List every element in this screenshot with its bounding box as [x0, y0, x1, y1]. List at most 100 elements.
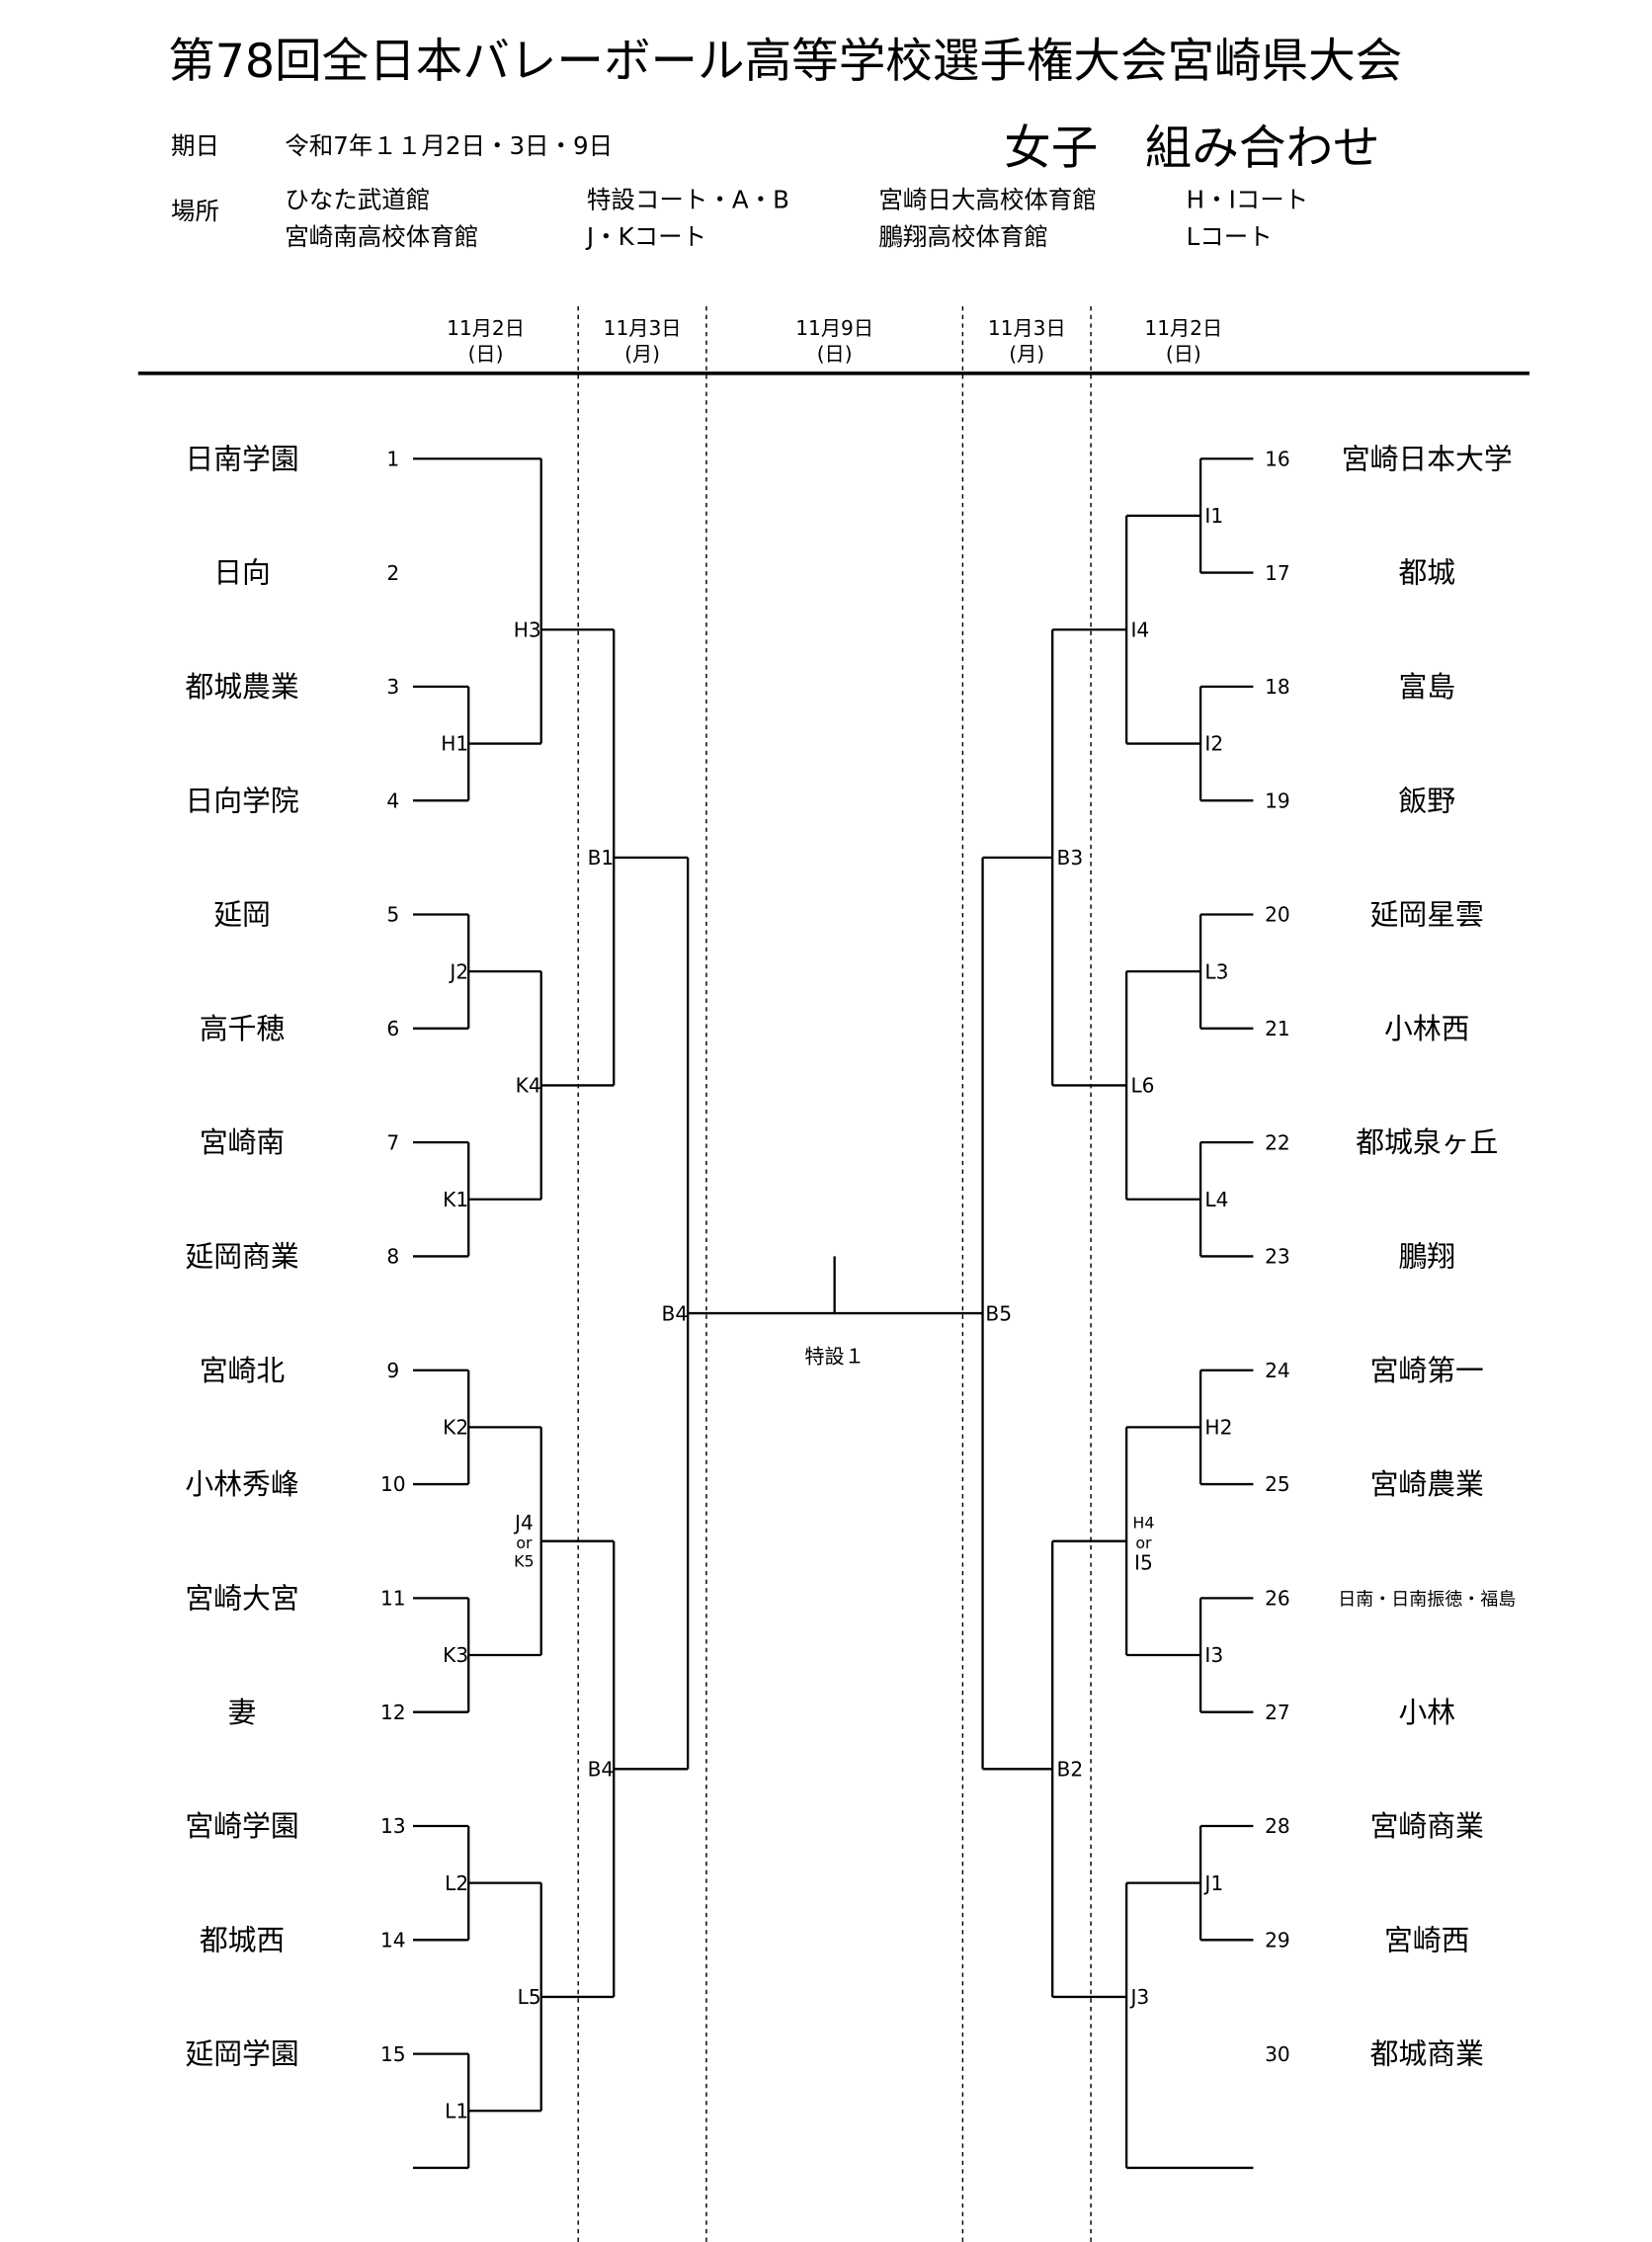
team-name: 宮崎農業: [1370, 1467, 1484, 1501]
seed-number: 27: [1265, 1701, 1290, 1724]
seed-number: 14: [380, 1928, 406, 1951]
seed-number: 4: [386, 789, 399, 812]
seed-number: 3: [386, 675, 399, 699]
match-label: K1: [443, 1188, 468, 1211]
match-label: J4: [513, 1511, 534, 1535]
seed-number: 10: [380, 1472, 406, 1496]
team-name: 宮崎学園: [185, 1809, 298, 1843]
seed-number: 12: [380, 1701, 406, 1724]
team-name: 宮崎北: [200, 1354, 286, 1387]
date-value: 令和7年１１月2日・3日・9日: [285, 131, 613, 160]
seed-number: 15: [380, 2042, 406, 2066]
seed-number: 7: [386, 1130, 399, 1154]
final-court-label: 特設１: [804, 1345, 864, 1369]
subtitle: 女子 組み合わせ: [1004, 122, 1379, 176]
round-day: (日): [468, 342, 504, 366]
match-label: K4: [516, 1074, 541, 1098]
seed-number: 24: [1265, 1359, 1290, 1382]
seed-number: 8: [386, 1245, 399, 1269]
match-label: K3: [443, 1643, 468, 1667]
team-name: 宮崎日本大学: [1342, 442, 1513, 475]
match-label: B1: [588, 846, 615, 870]
team-name: 日向学院: [185, 784, 298, 817]
round-date: 11月2日: [1144, 316, 1222, 340]
venue-name: 宮崎日大高校体育館: [878, 186, 1097, 214]
match-label: or: [516, 1534, 533, 1552]
team-name: 延岡商業: [185, 1240, 298, 1274]
match-label: H1: [441, 732, 468, 756]
team-name: 小林秀峰: [185, 1467, 298, 1501]
seed-number: 23: [1265, 1245, 1290, 1269]
team-name: 延岡学園: [185, 2037, 298, 2071]
seed-number: 5: [386, 903, 399, 927]
match-label: H4: [1132, 1514, 1154, 1533]
seed-number: 25: [1265, 1472, 1290, 1496]
seed-number: 21: [1265, 1017, 1290, 1040]
venue-name: 宮崎南高校体育館: [285, 222, 478, 251]
team-name: 宮崎大宮: [185, 1581, 298, 1615]
venue-name: ひなた武道館: [285, 186, 430, 214]
round-day: (月): [624, 342, 660, 366]
match-label: J1: [1202, 1871, 1223, 1895]
seed-number: 20: [1265, 903, 1290, 927]
match-label: L6: [1130, 1074, 1154, 1098]
round-date: 11月9日: [795, 316, 873, 340]
match-label: K5: [514, 1552, 534, 1571]
seed-number: 29: [1265, 1928, 1290, 1951]
seed-number: 18: [1265, 675, 1290, 699]
team-name: 小林: [1398, 1696, 1455, 1729]
round-date: 11月2日: [447, 316, 525, 340]
match-label: B3: [1057, 846, 1084, 870]
match-label: I5: [1134, 1551, 1153, 1575]
team-name: 都城泉ヶ丘: [1356, 1125, 1498, 1159]
team-name: 日南学園: [185, 442, 298, 475]
round-date: 11月3日: [988, 316, 1066, 340]
venue-courts: J・Kコート: [585, 222, 706, 251]
match-label: I1: [1204, 504, 1223, 528]
seed-number: 22: [1265, 1130, 1290, 1154]
match-label: B4: [588, 1758, 615, 1782]
seed-number: 30: [1265, 2042, 1290, 2066]
match-label: I3: [1204, 1643, 1223, 1667]
team-name: 飯野: [1398, 784, 1455, 817]
match-label: L5: [518, 1985, 541, 2009]
match-label: H2: [1204, 1416, 1232, 1440]
team-name: 日向: [213, 556, 271, 590]
match-label: B2: [1057, 1758, 1084, 1782]
round-day: (日): [1166, 342, 1201, 366]
team-name: 日南・日南振徳・福島: [1338, 1590, 1516, 1611]
team-name: 宮崎西: [1384, 1923, 1469, 1956]
seed-number: 13: [380, 1814, 406, 1838]
match-label: J3: [1128, 1985, 1149, 2009]
team-name: 宮崎商業: [1370, 1809, 1484, 1843]
team-name: 鵬翔: [1398, 1240, 1455, 1274]
seed-number: 2: [386, 561, 399, 585]
match-label: J2: [448, 959, 468, 983]
page-title: 第78回全日本バレーボール高等学校選手権大会宮崎県大会: [168, 35, 1402, 89]
match-label: L2: [445, 1871, 468, 1895]
seed-number: 11: [380, 1587, 406, 1611]
match-label: B4: [662, 1301, 689, 1325]
team-name: 宮崎第一: [1370, 1354, 1484, 1387]
team-name: 都城西: [200, 1923, 285, 1956]
round-day: (月): [1009, 342, 1044, 366]
team-name: 都城農業: [185, 670, 298, 704]
team-name: 小林西: [1384, 1012, 1469, 1045]
match-label: K2: [443, 1416, 468, 1440]
team-name: 宮崎南: [200, 1125, 285, 1159]
match-label: or: [1135, 1534, 1152, 1552]
venue-label: 場所: [171, 197, 219, 225]
team-name: 富島: [1398, 670, 1455, 704]
seed-number: 17: [1265, 561, 1290, 585]
team-name: 都城商業: [1370, 2037, 1484, 2071]
match-label: I2: [1204, 732, 1223, 756]
match-label: H3: [514, 618, 541, 641]
seed-number: 26: [1265, 1587, 1290, 1611]
seed-number: 6: [386, 1017, 399, 1040]
seed-number: 19: [1265, 789, 1290, 812]
seed-number: 16: [1265, 447, 1290, 470]
team-name: 妻: [228, 1696, 257, 1729]
venue-courts: H・Iコート: [1187, 186, 1309, 214]
round-date: 11月3日: [604, 316, 682, 340]
